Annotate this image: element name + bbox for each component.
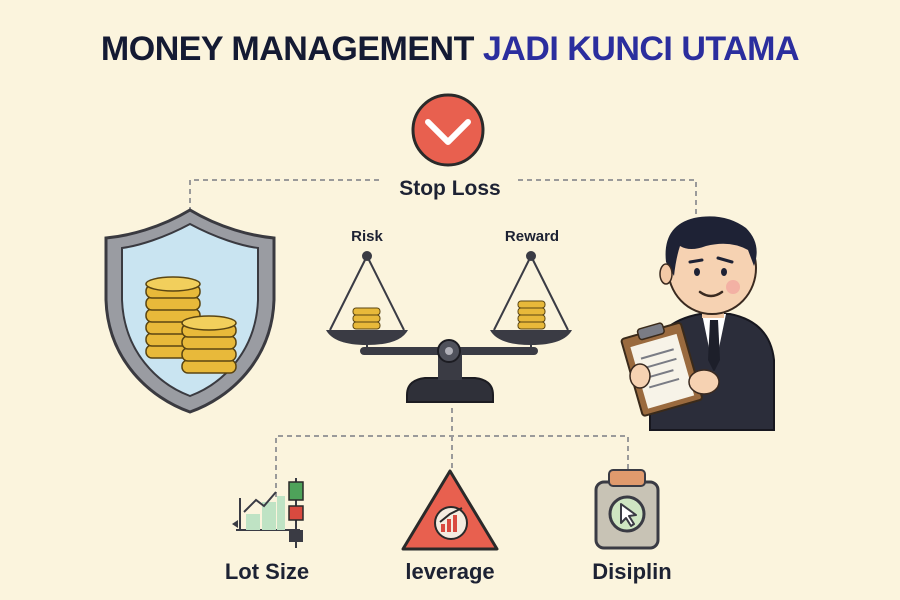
connector-lines [189, 179, 697, 497]
triangle-chart-icon [401, 469, 499, 551]
leverage-label: leverage [405, 559, 495, 584]
stop-loss-label: Stop Loss [399, 177, 501, 200]
title-main: MONEY MANAGEMENT [100, 30, 483, 68]
page-title: MONEY MANAGEMENT JADI KUNCI UTAMA [0, 30, 900, 69]
risk-label: Risk [351, 228, 383, 245]
reward-label: Reward [504, 228, 560, 245]
balance-scale-icon [326, 251, 572, 403]
clipboard-pointer-icon [594, 469, 660, 550]
disiplin-label: Disiplin [592, 559, 672, 584]
chart-candlestick-icon [232, 478, 304, 548]
lot-size-label: Lot Size [224, 559, 310, 584]
chevron-down-icon [411, 93, 485, 167]
shield-coins-icon [104, 208, 276, 414]
businessman-clipboard-icon [620, 216, 775, 431]
title-accent: JADI KUNCI UTAMA [482, 30, 800, 68]
